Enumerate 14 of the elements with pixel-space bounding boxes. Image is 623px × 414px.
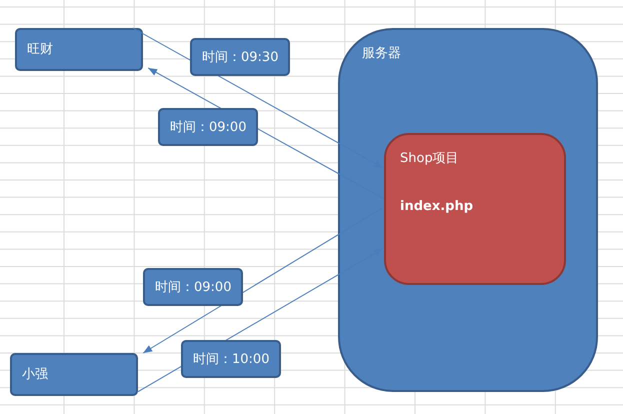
arrow	[132, 28, 384, 168]
node-label: 旺财	[27, 41, 53, 58]
file-name: index.php	[400, 199, 474, 214]
time-label: 时间：09:00	[143, 268, 244, 306]
project-box	[384, 133, 566, 285]
server-box	[338, 28, 598, 392]
node-label: Shop项目	[400, 150, 459, 167]
person-box	[15, 28, 143, 71]
person-box	[10, 353, 138, 396]
node-label: 小强	[22, 366, 48, 383]
time-label: 时间：10:00	[181, 340, 282, 378]
time-label: 时间：09:30	[190, 38, 290, 76]
time-label: 时间：09:00	[158, 108, 258, 146]
node-label: 服务器	[362, 45, 401, 62]
